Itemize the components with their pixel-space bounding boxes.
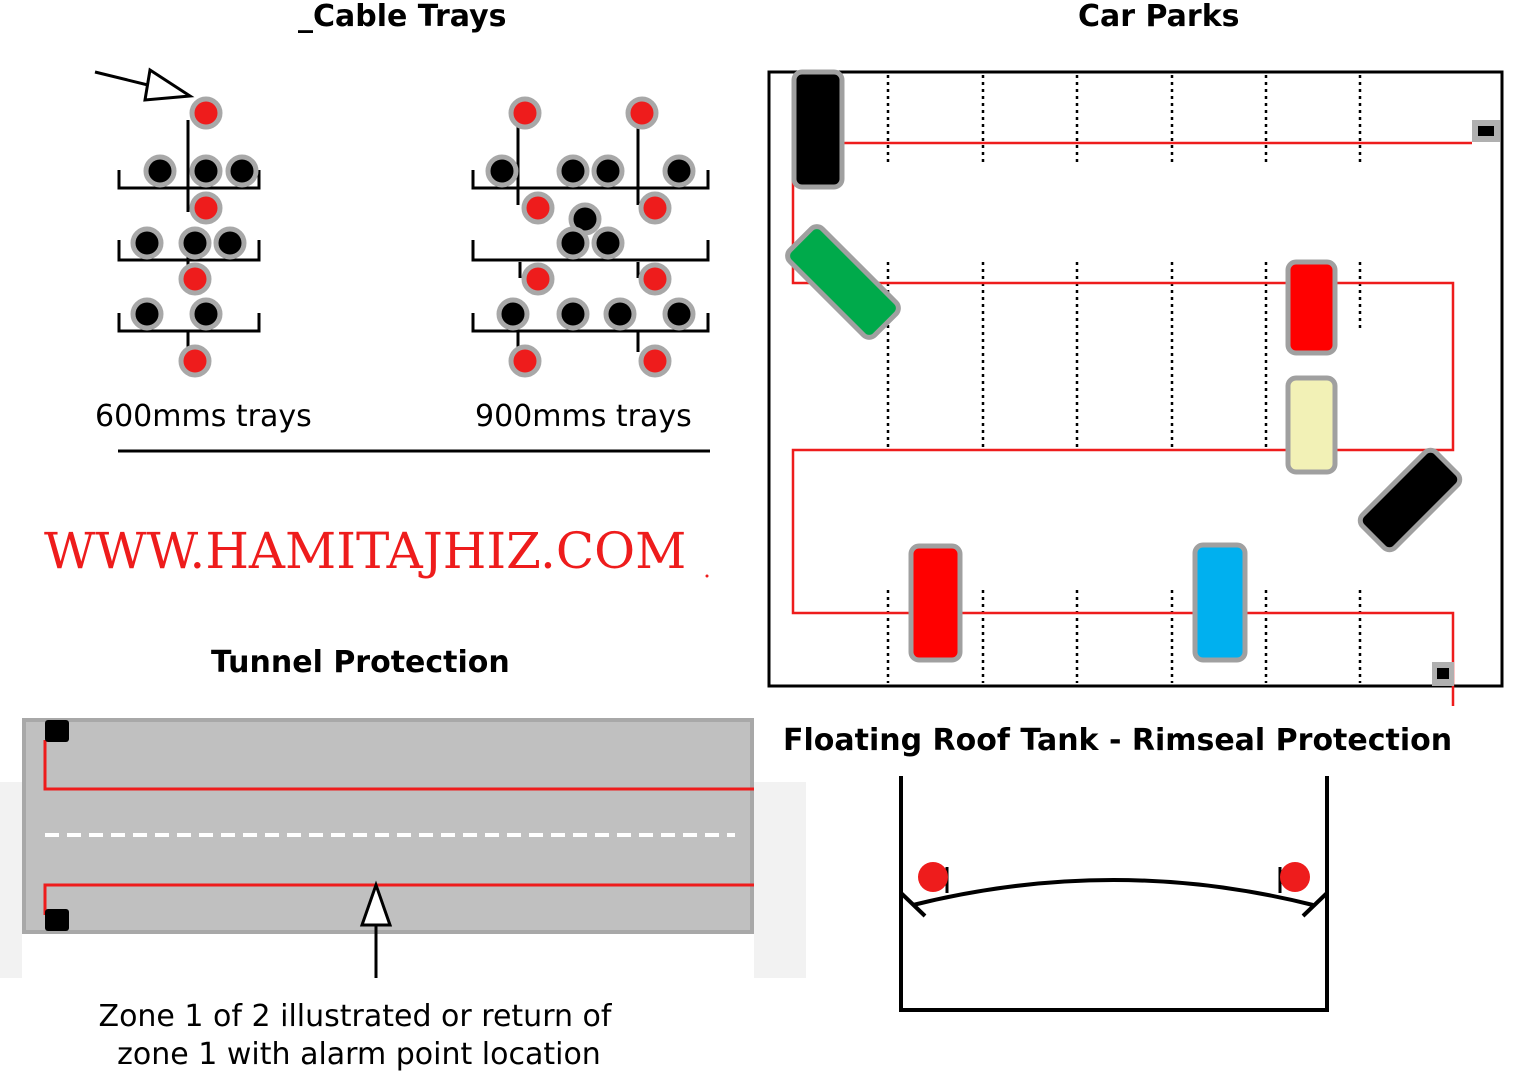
detector-point (521, 262, 555, 296)
car-parks-title: Car Parks (1078, 0, 1240, 34)
cable (130, 226, 164, 260)
car-green (785, 224, 901, 340)
cable (591, 226, 625, 260)
detector-point (521, 191, 555, 225)
detector-point (178, 262, 212, 296)
sensor-cable-car-park (791, 141, 1472, 706)
detector-point (189, 191, 223, 225)
zone-label-line-1: Zone 1 of 2 illustrated or return of (99, 999, 613, 1034)
car-black-top-left (791, 69, 845, 190)
cable (485, 154, 519, 188)
cable (189, 297, 223, 331)
car-cream (1285, 375, 1338, 475)
sensor-cable-tunnel-lower (43, 883, 754, 915)
tunnel-title: Tunnel Protection (211, 645, 510, 680)
detector-point (508, 96, 542, 130)
watermark-dot (705, 574, 709, 578)
tray-600-level-3 (117, 313, 261, 333)
cable (213, 226, 247, 260)
car-blue (1192, 542, 1248, 663)
rimseal-detector-right (1280, 862, 1310, 892)
cable (591, 154, 625, 188)
cable (225, 154, 259, 188)
detector-point (638, 344, 672, 378)
floating-roof (912, 878, 1314, 907)
tank-section: Floating Roof Tank - Rimseal Protection (783, 723, 1452, 1012)
tunnel-wall-left (0, 782, 22, 978)
tray-900-level-3 (471, 313, 710, 333)
detector-point (638, 262, 672, 296)
car-parks-section: Car Parks (767, 0, 1504, 706)
car-black-angled (1357, 447, 1463, 553)
sensor-cable-tunnel-upper (43, 740, 754, 791)
detector-point (189, 96, 223, 130)
tray-600-group (117, 120, 261, 352)
detector-point (625, 96, 659, 130)
detector-point (178, 344, 212, 378)
watermark-text: WWW.HAMITAJHIZ.COM (44, 522, 686, 580)
alarm-point-arrow-icon (359, 880, 393, 978)
cable (556, 154, 590, 188)
car-park-boundary (767, 70, 1504, 688)
car-red-bottom (908, 543, 963, 663)
cable (662, 154, 696, 188)
tray-900-label: 900mms trays (475, 399, 692, 434)
tunnel-wall-right (754, 782, 806, 978)
tunnel-section: Tunnel Protection Zone 1 of 2 illustrate… (0, 645, 806, 1072)
cable (143, 154, 177, 188)
zone-label-line-2: zone 1 with alarm point location (117, 1037, 601, 1072)
cable (496, 297, 530, 331)
detector-point (638, 191, 672, 225)
pointer-arrow-icon (94, 67, 195, 102)
cable (662, 297, 696, 331)
cable (603, 297, 637, 331)
tray-600-level-1 (117, 170, 261, 190)
rimseal-left (899, 891, 927, 918)
terminal-box-top (1472, 120, 1500, 142)
rimseal-right (1301, 891, 1329, 918)
tray-600-label: 600mms trays (95, 399, 312, 434)
tunnel-terminal-bottom (45, 909, 69, 931)
cable-dots (130, 96, 696, 378)
terminal-box-bottom (1432, 662, 1454, 686)
tunnel-terminal-top (45, 720, 69, 742)
cable-trays-title: _Cable Trays (298, 0, 507, 34)
tunnel-roadway (22, 718, 754, 934)
tray-900-group (471, 125, 710, 352)
cable-trays-section: _Cable Trays 600mms tr (94, 0, 710, 453)
cable (130, 297, 164, 331)
tray-600-level-2 (117, 240, 261, 262)
car-red-right (1285, 259, 1338, 356)
cable (189, 154, 223, 188)
tray-900-level-1 (471, 170, 710, 190)
detector-point (508, 344, 542, 378)
tray-900-level-2 (471, 240, 710, 262)
tank-title: Floating Roof Tank - Rimseal Protection (783, 723, 1452, 758)
cable (556, 226, 590, 260)
cable (556, 297, 590, 331)
rimseal-detector-left (918, 862, 948, 892)
cable (178, 226, 212, 260)
